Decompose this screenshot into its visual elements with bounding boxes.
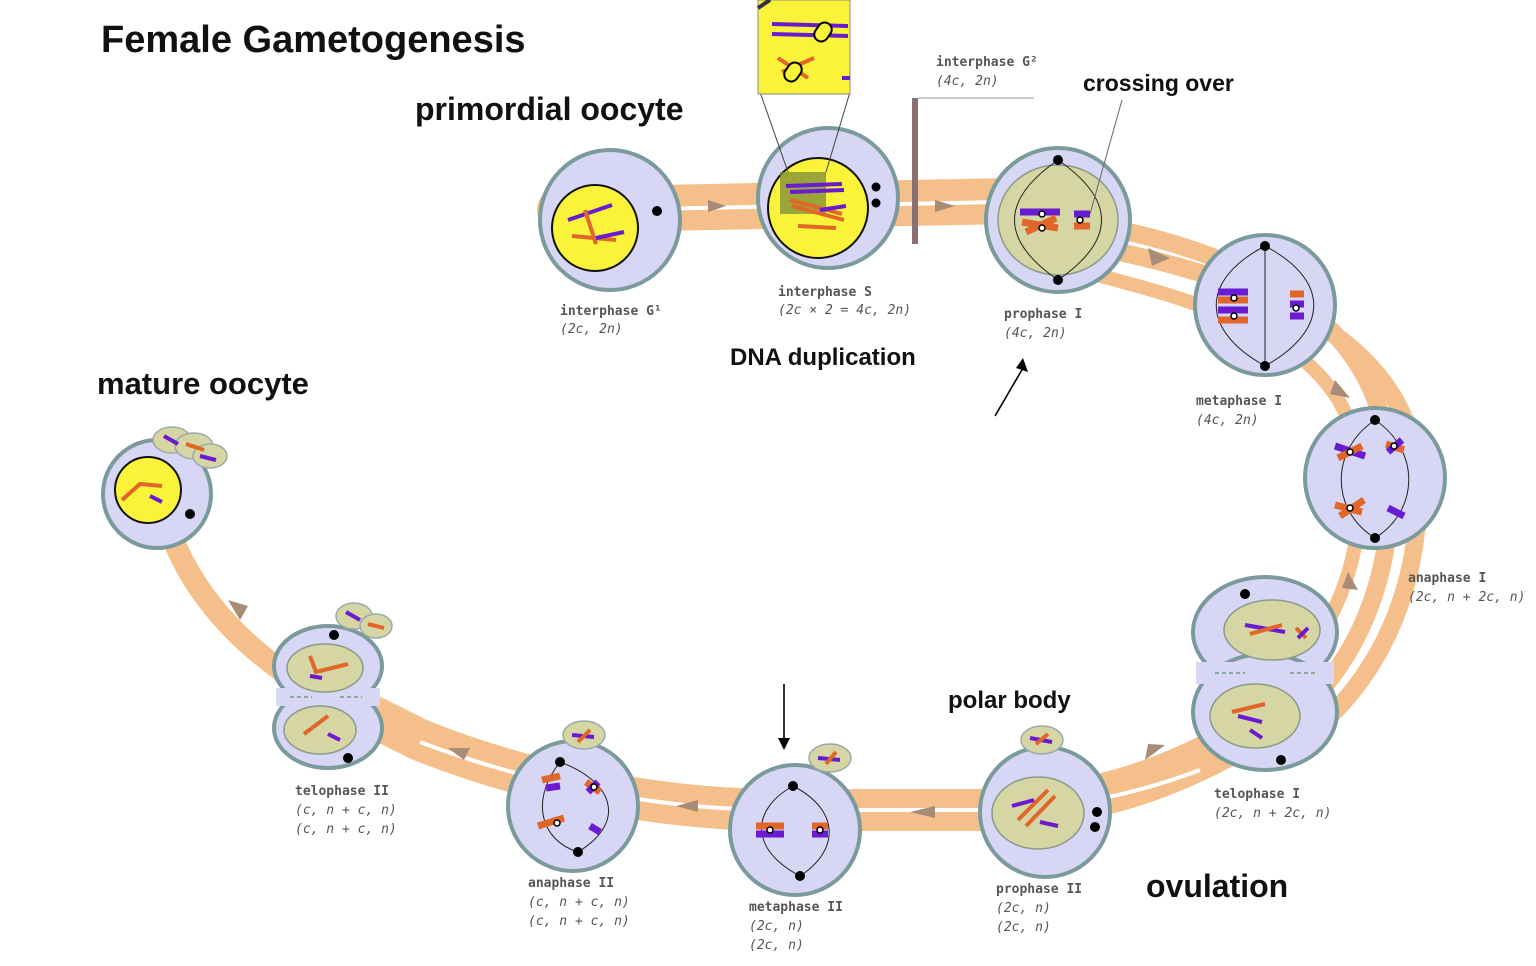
cell-anaphase-1 — [1303, 406, 1447, 550]
stage-ploidy: (c, n + c, n) — [295, 822, 397, 837]
stage-ploidy: (2c × 2 = 4c, 2n) — [778, 303, 911, 318]
flow-arrow — [910, 806, 935, 818]
cell-mature-oocyte — [101, 426, 228, 550]
flow-arrow — [708, 200, 726, 212]
callout-ovulation: ovulation — [1146, 868, 1288, 904]
stage-ploidy: (c, n + c, n) — [528, 914, 630, 929]
page-title: Female Gametogenesis — [101, 19, 526, 61]
stage-label-interphase-g2: interphase G² (4c, 2n) — [936, 55, 1038, 89]
stage-label-anaphase-1: anaphase I (2c, n + 2c, n) — [1408, 571, 1525, 605]
pointer-arrow-metaphase2 — [778, 684, 790, 750]
cell-telophase-1 — [1191, 575, 1339, 772]
stage-name: metaphase II — [749, 900, 843, 915]
stage-ploidy: (c, n + c, n) — [295, 803, 397, 818]
stage-name: metaphase I — [1196, 394, 1282, 409]
stage-name: interphase G¹ — [560, 304, 662, 319]
flow-arrows — [228, 200, 1358, 818]
callout-dna-duplication: DNA duplication — [730, 344, 916, 371]
stage-label-metaphase-2: metaphase II (2c, n) (2c, n) — [749, 900, 843, 953]
g2-marker-bar — [912, 98, 918, 244]
cell-prophase-1 — [984, 99, 1132, 294]
stage-label-metaphase-1: metaphase I (4c, 2n) — [1196, 394, 1282, 428]
stage-label-interphase-s: interphase S (2c × 2 = 4c, 2n) — [778, 285, 911, 318]
stage-ploidy: (2c, n) — [749, 938, 804, 953]
callout-primordial-oocyte: primordial oocyte — [415, 91, 684, 127]
cell-metaphase-1 — [1193, 233, 1337, 377]
stage-name: interphase S — [778, 285, 872, 300]
cell-metaphase-2 — [728, 743, 862, 897]
stage-name: anaphase II — [528, 876, 614, 891]
stage-ploidy: (2c, n + 2c, n) — [1408, 590, 1525, 605]
stage-name: prophase II — [996, 882, 1082, 897]
flow-arrow — [1342, 572, 1358, 590]
stage-label-prophase-1: prophase I (4c, 2n) — [1004, 307, 1082, 341]
stage-name: telophase II — [295, 784, 389, 799]
callout-polar-body: polar body — [948, 687, 1071, 714]
callout-crossing-over: crossing over — [1083, 70, 1234, 96]
zoom-inset — [756, 0, 851, 95]
callout-mature-oocyte: mature oocyte — [97, 366, 309, 401]
cell-interphase-g1 — [538, 148, 682, 292]
stage-ploidy: (4c, 2n) — [936, 74, 999, 89]
stage-ploidy: (2c, n) — [749, 919, 804, 934]
stage-ploidy: (2c, n + 2c, n) — [1214, 806, 1331, 821]
flow-arrow — [676, 800, 698, 812]
stage-ploidy: (4c, 2n) — [1196, 413, 1259, 428]
stage-ploidy: (2c, n) — [996, 901, 1051, 916]
cell-prophase-2 — [978, 725, 1112, 879]
stage-name: interphase G² — [936, 55, 1038, 70]
cell-anaphase-2 — [506, 720, 640, 873]
stage-label-interphase-g1: interphase G¹ (2c, 2n) — [560, 304, 662, 337]
stage-name: telophase I — [1214, 787, 1300, 802]
flow-arrow — [448, 748, 470, 760]
flow-arrow — [935, 200, 955, 212]
pointer-arrow-prophase — [994, 358, 1028, 417]
stage-ploidy: (2c, 2n) — [560, 322, 623, 337]
stage-label-anaphase-2: anaphase II (c, n + c, n) (c, n + c, n) — [528, 876, 630, 929]
stage-ploidy: (2c, n) — [996, 920, 1051, 935]
stage-ploidy: (4c, 2n) — [1004, 326, 1067, 341]
stage-label-telophase-2: telophase II (c, n + c, n) (c, n + c, n) — [295, 784, 397, 837]
stage-name: anaphase I — [1408, 571, 1486, 586]
stage-label-prophase-2: prophase II (2c, n) (2c, n) — [996, 882, 1082, 935]
cell-telophase-2 — [272, 602, 393, 770]
flow-arrow — [1145, 744, 1165, 760]
stage-name: prophase I — [1004, 307, 1082, 322]
stage-label-telophase-1: telophase I (2c, n + 2c, n) — [1214, 787, 1331, 821]
cell-interphase-s — [756, 91, 900, 270]
flow-arrow — [1330, 380, 1350, 398]
flow-arrow — [1148, 248, 1170, 266]
flow-arrow — [228, 600, 248, 620]
stage-ploidy: (c, n + c, n) — [528, 895, 630, 910]
